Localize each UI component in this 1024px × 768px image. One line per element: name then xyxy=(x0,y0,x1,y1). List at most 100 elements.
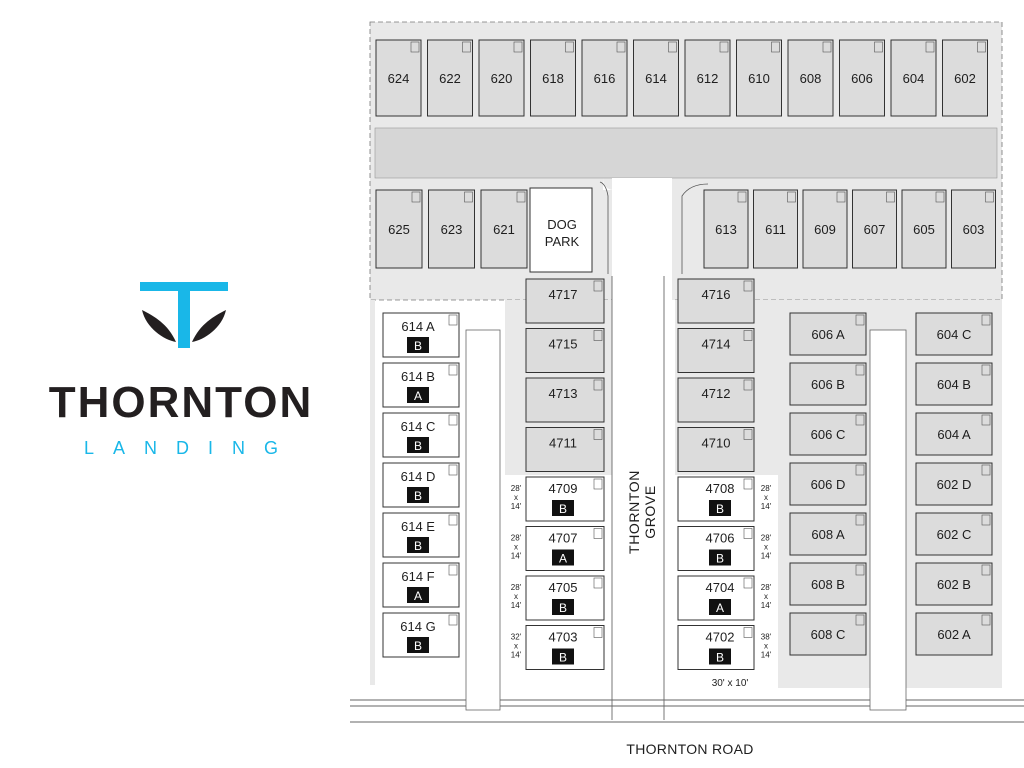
lot-top-622-corner xyxy=(462,41,471,53)
lot-top-614 xyxy=(633,39,679,117)
unit-604-B-label: 604 B xyxy=(937,377,971,392)
unit-4706-dim-0: 28' xyxy=(761,534,772,543)
unit-614-E-badge-label: B xyxy=(414,539,422,553)
lot-top-606 xyxy=(839,39,885,117)
unit-4715-label: 4715 xyxy=(549,337,578,352)
unit-606-D-corner xyxy=(855,464,865,476)
unit-4711-corner xyxy=(593,429,603,440)
unit-4706-corner xyxy=(743,528,753,539)
unit-604-A-corner xyxy=(981,414,991,426)
lot-second-609-corner xyxy=(836,191,846,203)
lot-top-602-label: 602 xyxy=(954,71,976,86)
unit-608-C xyxy=(789,612,867,656)
unit-602-C-corner xyxy=(981,514,991,526)
lot-second-607-label: 607 xyxy=(864,222,886,237)
unit-614-F-label: 614 F xyxy=(401,569,434,584)
unit-4708-dim-1: x xyxy=(764,493,768,502)
unit-614-D-badge-label: B xyxy=(414,489,422,503)
lot-second-603 xyxy=(951,189,996,269)
unit-614-C-badge-label: B xyxy=(414,439,422,453)
unit-614-A-label: 614 A xyxy=(401,319,435,334)
unit-4703-badge-label: B xyxy=(559,651,567,665)
unit-4716 xyxy=(677,278,755,324)
unit-4707-corner xyxy=(593,528,603,539)
lot-second-609-label: 609 xyxy=(814,222,836,237)
unit-614-E-badge xyxy=(407,537,429,553)
unit-4705-label: 4705 xyxy=(549,580,578,595)
drive-curve-left xyxy=(603,178,615,190)
alley-0 xyxy=(465,329,501,711)
lot-second-623-label: 623 xyxy=(441,222,463,237)
unit-4703-label: 4703 xyxy=(549,630,578,645)
unit-614-B-badge xyxy=(407,387,429,403)
unit-604-C xyxy=(915,312,993,356)
unit-4702-dim-0: 38' xyxy=(761,633,772,642)
unit-4702-badge xyxy=(709,648,731,665)
unit-602-A-label: 602 A xyxy=(937,627,971,642)
unit-602-B xyxy=(915,562,993,606)
unit-604-B xyxy=(915,362,993,406)
lot-top-616-corner xyxy=(616,41,626,53)
lot-top-604 xyxy=(890,39,937,117)
lot-top-612-corner xyxy=(719,41,729,53)
unit-4710-corner xyxy=(743,429,753,440)
lot-top-620-corner xyxy=(513,41,523,53)
unit-4703-corner xyxy=(593,627,603,638)
unit-4712-label: 4712 xyxy=(702,386,731,401)
unit-4706-label: 4706 xyxy=(706,531,735,546)
unit-608-A-corner xyxy=(855,514,865,526)
site-left-edge xyxy=(370,300,375,685)
unit-4710 xyxy=(677,427,755,472)
unit-602-D xyxy=(915,462,993,506)
unit-4702-corner xyxy=(743,627,753,638)
unit-602-A xyxy=(915,612,993,656)
unit-4717-label: 4717 xyxy=(549,287,578,302)
lot-second-625-corner xyxy=(411,191,421,203)
unit-4706-badge xyxy=(709,549,731,566)
street-curb-left xyxy=(599,181,609,274)
unit-606-C-label: 606 C xyxy=(811,427,846,442)
unit-4704-dim-0: 28' xyxy=(761,583,772,592)
lot-top-618 xyxy=(530,39,576,117)
unit-614-B-corner xyxy=(448,364,458,376)
unit-602-A-corner xyxy=(981,614,991,626)
unit-4705 xyxy=(525,575,605,621)
unit-602-D-label: 602 D xyxy=(937,477,972,492)
lot-top-624-label: 624 xyxy=(388,71,410,86)
lot-second-611-label: 611 xyxy=(765,222,786,237)
unit-614-C-label: 614 C xyxy=(401,419,436,434)
lot-top-620-label: 620 xyxy=(491,71,513,86)
driveway-note: 30' x 10' xyxy=(712,678,749,689)
lot-top-604-corner xyxy=(925,41,935,53)
lot-top-616-label: 616 xyxy=(594,71,616,86)
dog-park-line-2: PARK xyxy=(544,234,580,249)
lot-top-620 xyxy=(478,39,525,117)
unit-614-F-badge xyxy=(407,587,429,603)
lot-top-610-corner xyxy=(771,41,780,53)
unit-608-A-label: 608 A xyxy=(811,527,845,542)
unit-4705-dim-1: x xyxy=(514,592,518,601)
unit-606-D xyxy=(789,462,867,506)
unit-4715-corner xyxy=(593,330,603,341)
unit-604-B-corner xyxy=(981,364,991,376)
unit-604-A xyxy=(915,412,993,456)
lot-top-624-corner xyxy=(410,41,420,53)
lot-top-612 xyxy=(684,39,731,117)
lot-top-602 xyxy=(942,39,988,117)
unit-614-G-label: 614 G xyxy=(400,619,435,634)
unit-4716-corner xyxy=(743,280,753,292)
lot-second-623 xyxy=(428,189,475,269)
unit-614-B-label: 614 B xyxy=(401,369,435,384)
lot-second-623-corner xyxy=(464,191,473,203)
unit-4704-corner xyxy=(743,577,753,589)
lot-second-605-label: 605 xyxy=(913,222,935,237)
unit-4707-dim-1: x xyxy=(514,543,518,552)
unit-602-C-label: 602 C xyxy=(937,527,972,542)
unit-4703-badge xyxy=(552,648,574,665)
unit-4705-dim-0: 28' xyxy=(511,583,522,592)
unit-4714-label: 4714 xyxy=(702,337,731,352)
lot-second-607-corner xyxy=(886,191,895,203)
lot-top-602-corner xyxy=(977,41,986,53)
lot-top-616 xyxy=(581,39,628,117)
